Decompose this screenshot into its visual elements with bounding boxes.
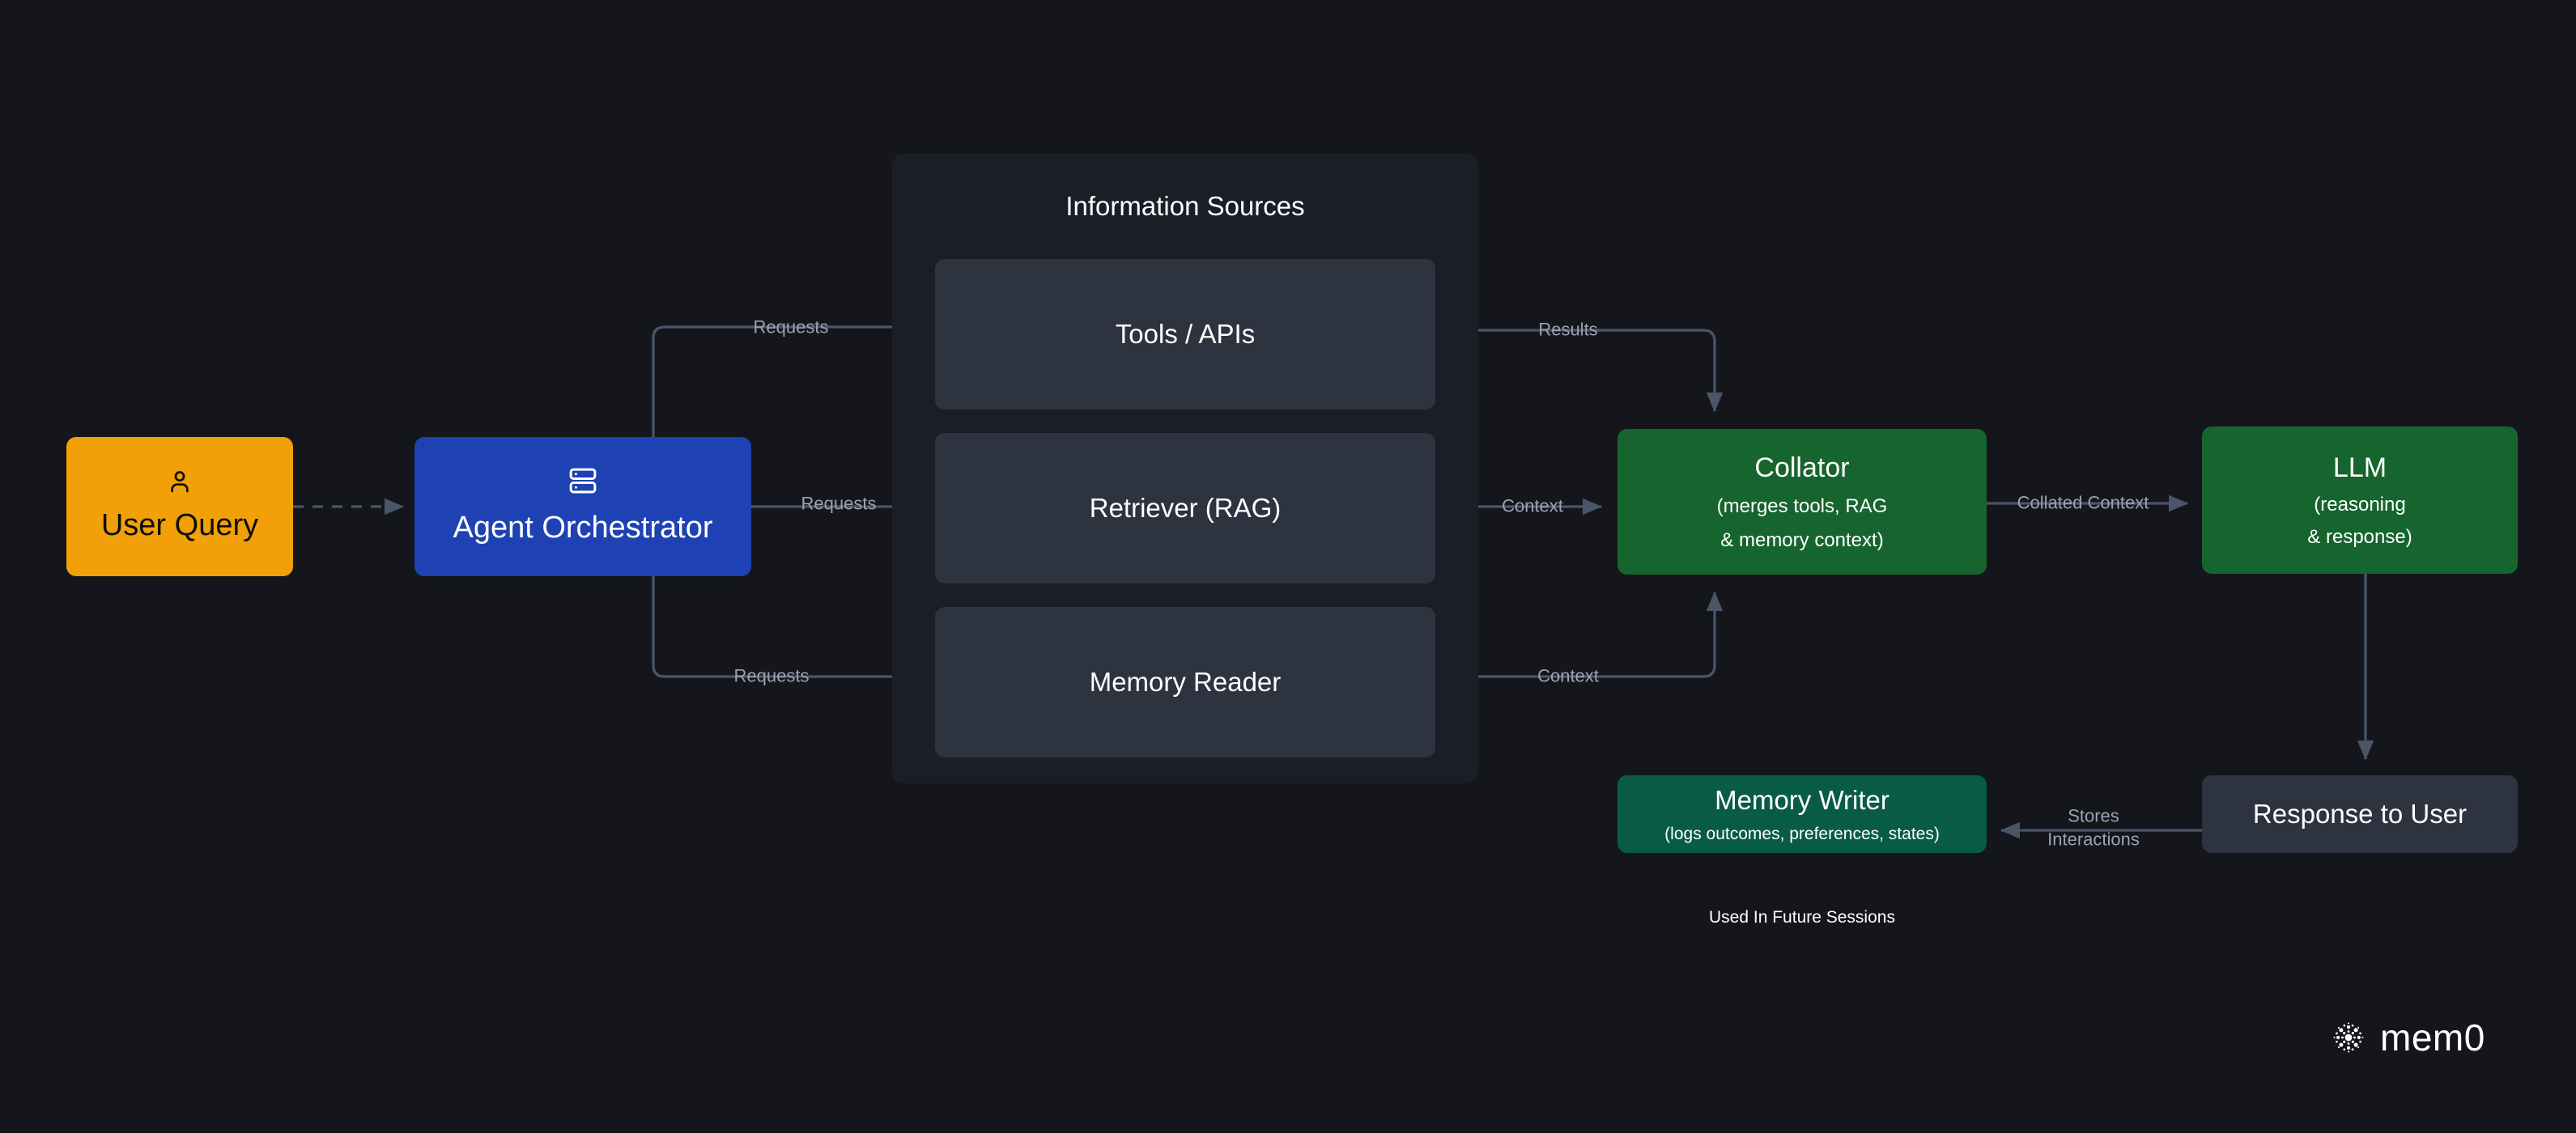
source-card-label: Tools / APIs [1115, 319, 1256, 349]
node-llm-subtitle-line1: (reasoning [2314, 494, 2406, 516]
node-llm-subtitle-line2: & response) [2307, 526, 2412, 549]
source-card-label: Retriever (RAG) [1089, 493, 1282, 523]
node-collator-subtitle-line2: & memory context) [1720, 529, 1884, 552]
node-agent-orchestrator[interactable]: Agent Orchestrator [414, 437, 751, 576]
edge-agent-trunk-bottom [652, 507, 925, 685]
edge-label-agent-to-retriever: Requests [801, 493, 877, 514]
edge-label-response-to-memwriter: Stores Interactions [2047, 805, 2140, 849]
mem0-wordmark: mem0 [2380, 1016, 2485, 1059]
node-collator-subtitle-line1: (merges tools, RAG [1716, 495, 1888, 518]
node-llm[interactable]: LLM (reasoning & response) [2202, 426, 2518, 574]
mem0-brand: mem0 [2330, 1016, 2485, 1059]
source-card-tools-apis[interactable]: Tools / APIs [935, 259, 1435, 409]
future-sessions-note: Used In Future Sessions [1709, 908, 1895, 927]
edge-label-memread-to-collator: Context [1537, 665, 1599, 686]
node-collator-title: Collator [1754, 452, 1850, 483]
edge-label-collator-to-llm: Collated Context [2017, 492, 2149, 513]
source-card-retriever-rag[interactable]: Retriever (RAG) [935, 433, 1435, 583]
node-response-to-user-label: Response to User [2252, 799, 2468, 830]
edge-label-agent-to-memread: Requests [733, 665, 810, 686]
node-user-query-label: User Query [100, 508, 259, 543]
edge-tools-to-collator [1435, 329, 1724, 413]
mem0-dots-icon [2330, 1019, 2367, 1056]
edge-memread-to-collator [1435, 591, 1724, 678]
server-icon [567, 465, 598, 496]
source-card-memory-reader[interactable]: Memory Reader [935, 607, 1435, 757]
information-sources-title: Information Sources [1065, 191, 1305, 221]
edge-label-retriever-to-collator: Context [1502, 495, 1563, 516]
node-user-query[interactable]: User Query [66, 437, 293, 576]
node-collator[interactable]: Collator (merges tools, RAG & memory con… [1617, 429, 1987, 575]
node-memory-writer[interactable]: Memory Writer (logs outcomes, preference… [1617, 775, 1987, 853]
node-memory-writer-title: Memory Writer [1715, 785, 1889, 816]
node-response-to-user[interactable]: Response to User [2202, 775, 2518, 853]
node-llm-title: LLM [2332, 452, 2387, 483]
node-memory-writer-subtitle: (logs outcomes, preferences, states) [1664, 824, 1940, 843]
edge-agent-trunk-top [652, 318, 925, 507]
source-card-label: Memory Reader [1089, 667, 1282, 697]
edge-label-agent-to-tools: Requests [753, 316, 829, 337]
edge-label-tools-to-collator: Results [1538, 319, 1598, 340]
node-agent-orchestrator-label: Agent Orchestrator [453, 511, 713, 545]
person-icon [166, 468, 193, 495]
